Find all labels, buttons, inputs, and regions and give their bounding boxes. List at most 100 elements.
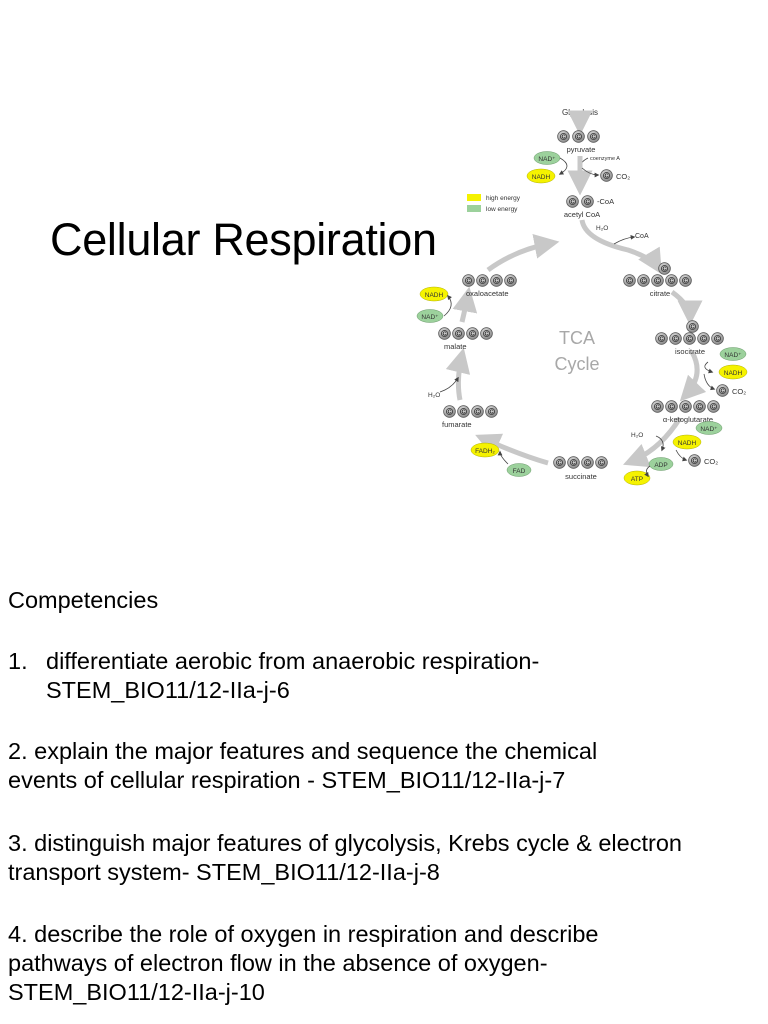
atp-badge <box>623 470 651 486</box>
ketoglutarate-molecule: C C C C C <box>651 400 720 413</box>
fumarate-label: fumarate <box>442 420 472 429</box>
carbon-atom-label: C <box>509 279 513 285</box>
nadh-badge <box>526 168 556 184</box>
competency-1-number: 1. <box>8 648 28 674</box>
h2o-label-top: H₂O <box>596 225 608 232</box>
carbon-atom-label: C <box>674 337 678 343</box>
fumarate-h2o-arrow <box>439 376 459 393</box>
carbon-atom-label: C <box>688 337 692 343</box>
cycle-arrow-oxaloacetate <box>486 233 560 273</box>
carbon-atom-label: C <box>698 405 702 411</box>
carbon-atom-label: C <box>443 332 447 338</box>
page-title: Cellular Respiration <box>50 214 437 265</box>
carbon-atom-label: C <box>670 405 674 411</box>
legend-high-swatch <box>467 194 481 201</box>
carbon-atom-label: C <box>457 332 461 338</box>
legend-low-label: low energy <box>486 206 518 213</box>
isocitrate-molecule: C C C C C C <box>655 320 724 345</box>
nadh-label: NADH <box>724 370 743 377</box>
pyruvate-molecule: C C C <box>557 130 600 143</box>
isocitrate-label: isocitrate <box>675 347 705 356</box>
carbon-atom-label: C <box>642 279 646 285</box>
coenzyme-a-label: coenzyme A <box>590 156 620 162</box>
competency-2-line: events of cellular respiration - STEM_BI… <box>8 767 566 793</box>
carbon-atom-label: C <box>577 135 581 141</box>
carbon-atom-label: C <box>691 325 695 331</box>
fad-label: FAD <box>513 468 526 475</box>
coa-release-arrow <box>613 234 636 245</box>
carbon-atom-label: C <box>605 174 609 180</box>
competency-2-line: 2. explain the major features and sequen… <box>8 738 598 764</box>
carbon-atom-label: C <box>684 405 688 411</box>
competency-1-line: STEM_BIO11/12-IIa-j-6 <box>46 677 290 703</box>
succinate-molecule: C C C C <box>553 456 608 469</box>
fumarate-molecule: C C C C <box>443 405 498 418</box>
adp-label: ADP <box>654 462 667 469</box>
carbon-atom-label: C <box>485 332 489 338</box>
carbon-atom-label: C <box>702 337 706 343</box>
carbon-atom-label: C <box>670 279 674 285</box>
legend-low-swatch <box>467 205 481 212</box>
h2o-label-right: H₂O <box>631 432 643 439</box>
pyruvate-label: pyruvate <box>567 145 596 154</box>
nad-badge <box>416 309 444 323</box>
nad-reduction-arrow <box>558 157 568 175</box>
nadh-label: NADH <box>425 292 444 299</box>
coa-suffix-label: -CoA <box>597 197 614 206</box>
cycle-arrow-citrate <box>670 289 703 326</box>
carbon-atom-label: C <box>721 389 725 395</box>
nad-label: NAD⁺ <box>538 156 555 163</box>
carbon-atom-label: C <box>586 200 590 206</box>
co2-label: CO₂ <box>732 387 746 396</box>
competency-4-line: pathways of electron flow in the absence… <box>8 950 548 976</box>
carbon-atom-label: C <box>571 200 575 206</box>
adp-badge <box>648 457 674 471</box>
competency-4-line: 4. describe the role of oxygen in respir… <box>8 921 599 947</box>
carbon-atom-label: C <box>572 461 576 467</box>
nad-label: NAD⁺ <box>724 352 741 359</box>
competency-3-line: transport system- STEM_BIO11/12-IIa-j-8 <box>8 859 440 885</box>
acetyl-coa-molecule: C C <box>566 195 594 208</box>
citrate-molecule: C C C C C C <box>623 262 692 287</box>
acetyl-to-citrate-arrow <box>579 219 662 275</box>
nad-label: NAD⁺ <box>700 426 717 433</box>
cycle-arrow-isocitrate <box>679 350 707 402</box>
carbon-atom-label: C <box>656 405 660 411</box>
nad-badge <box>695 421 723 435</box>
carbon-atom-label: C <box>716 337 720 343</box>
carbon-atom-label: C <box>628 279 632 285</box>
ketoglutarate-label: α-ketoglutarate <box>663 415 713 424</box>
nadh-label: NADH <box>532 174 551 181</box>
malate-nad-arrow <box>443 294 452 317</box>
nad-badge <box>719 347 747 361</box>
carbon-atom-label: C <box>490 410 494 416</box>
carbon-atom-label: C <box>586 461 590 467</box>
acetyl-coa-label: acetyl CoA <box>564 210 600 219</box>
cycle-arrow-malate <box>452 286 478 323</box>
tca-label: TCA <box>559 328 595 348</box>
competency-4-line: STEM_BIO11/12-IIa-j-10 <box>8 979 265 1005</box>
glycolysis-label: Glycolysis <box>562 108 598 117</box>
nadh-badge <box>718 364 748 380</box>
citrate-label: citrate <box>650 289 670 298</box>
competency-1-line: differentiate aerobic from anaerobic res… <box>46 648 540 674</box>
nadh-badge <box>672 434 702 450</box>
competencies-heading: Competencies <box>8 587 159 613</box>
carbon-atom-label: C <box>663 267 667 273</box>
oxaloacetate-label: oxaloacetate <box>466 289 509 298</box>
co2-release-arrow <box>581 167 600 178</box>
malate-molecule: C C C C <box>438 327 493 340</box>
carbon-atom-label: C <box>558 461 562 467</box>
ketoglutarate-h2o-arrow <box>655 435 666 452</box>
cycle-arrow-succinate <box>475 433 549 466</box>
cycle-label: Cycle <box>554 354 599 374</box>
carbon-atom-label: C <box>600 461 604 467</box>
co2-label: CO₂ <box>704 457 718 466</box>
oxaloacetate-molecule: C C C C <box>462 274 517 287</box>
carbon-atom-label: C <box>660 337 664 343</box>
fadh2-badge <box>470 442 500 458</box>
nad-label: NAD⁺ <box>421 314 438 321</box>
legend-high-label: high energy <box>486 195 521 202</box>
adp-atp-arrow <box>644 465 651 478</box>
carbon-atom-label: C <box>481 279 485 285</box>
